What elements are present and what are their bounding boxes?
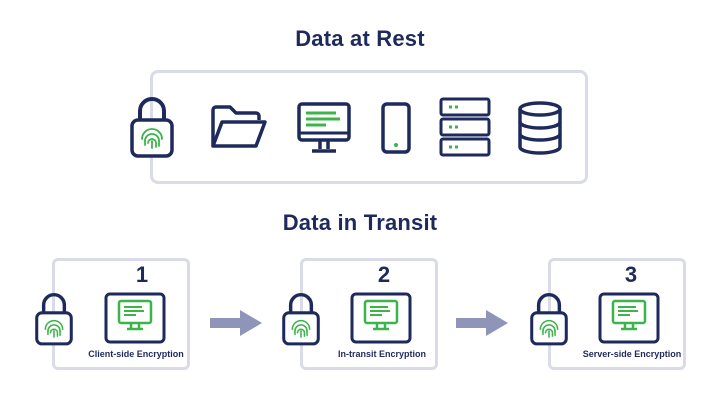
padlock-fingerprint-icon	[35, 293, 73, 346]
folder-icon	[211, 105, 267, 148]
stage-2-label: In-transit Encryption	[337, 349, 426, 359]
stage-3-label: Server-side Encryption	[582, 349, 682, 359]
padlock-fingerprint-icon	[130, 97, 174, 158]
monitor-icon	[297, 102, 351, 153]
padlock-fingerprint-icon	[282, 293, 320, 346]
stage-3-number: 3	[624, 262, 638, 287]
stage-3-panel	[548, 258, 686, 370]
data-at-rest-title: Data at Rest	[295, 26, 425, 51]
database-icon	[518, 101, 562, 155]
monitor-card-icon	[598, 292, 660, 344]
monitor-card-icon	[350, 292, 412, 344]
mobile-phone-icon	[381, 102, 411, 154]
arrow-right-icon	[456, 310, 508, 336]
stage-1-number: 1	[135, 262, 149, 287]
monitor-card-icon	[104, 292, 166, 344]
arrow-right-icon	[210, 310, 262, 336]
data-in-transit-title: Data in Transit	[282, 210, 438, 235]
stage-1-label: Client-side Encryption	[88, 349, 184, 359]
stage-2-number: 2	[377, 262, 391, 287]
padlock-fingerprint-icon	[530, 293, 568, 346]
server-rack-icon	[439, 97, 491, 157]
